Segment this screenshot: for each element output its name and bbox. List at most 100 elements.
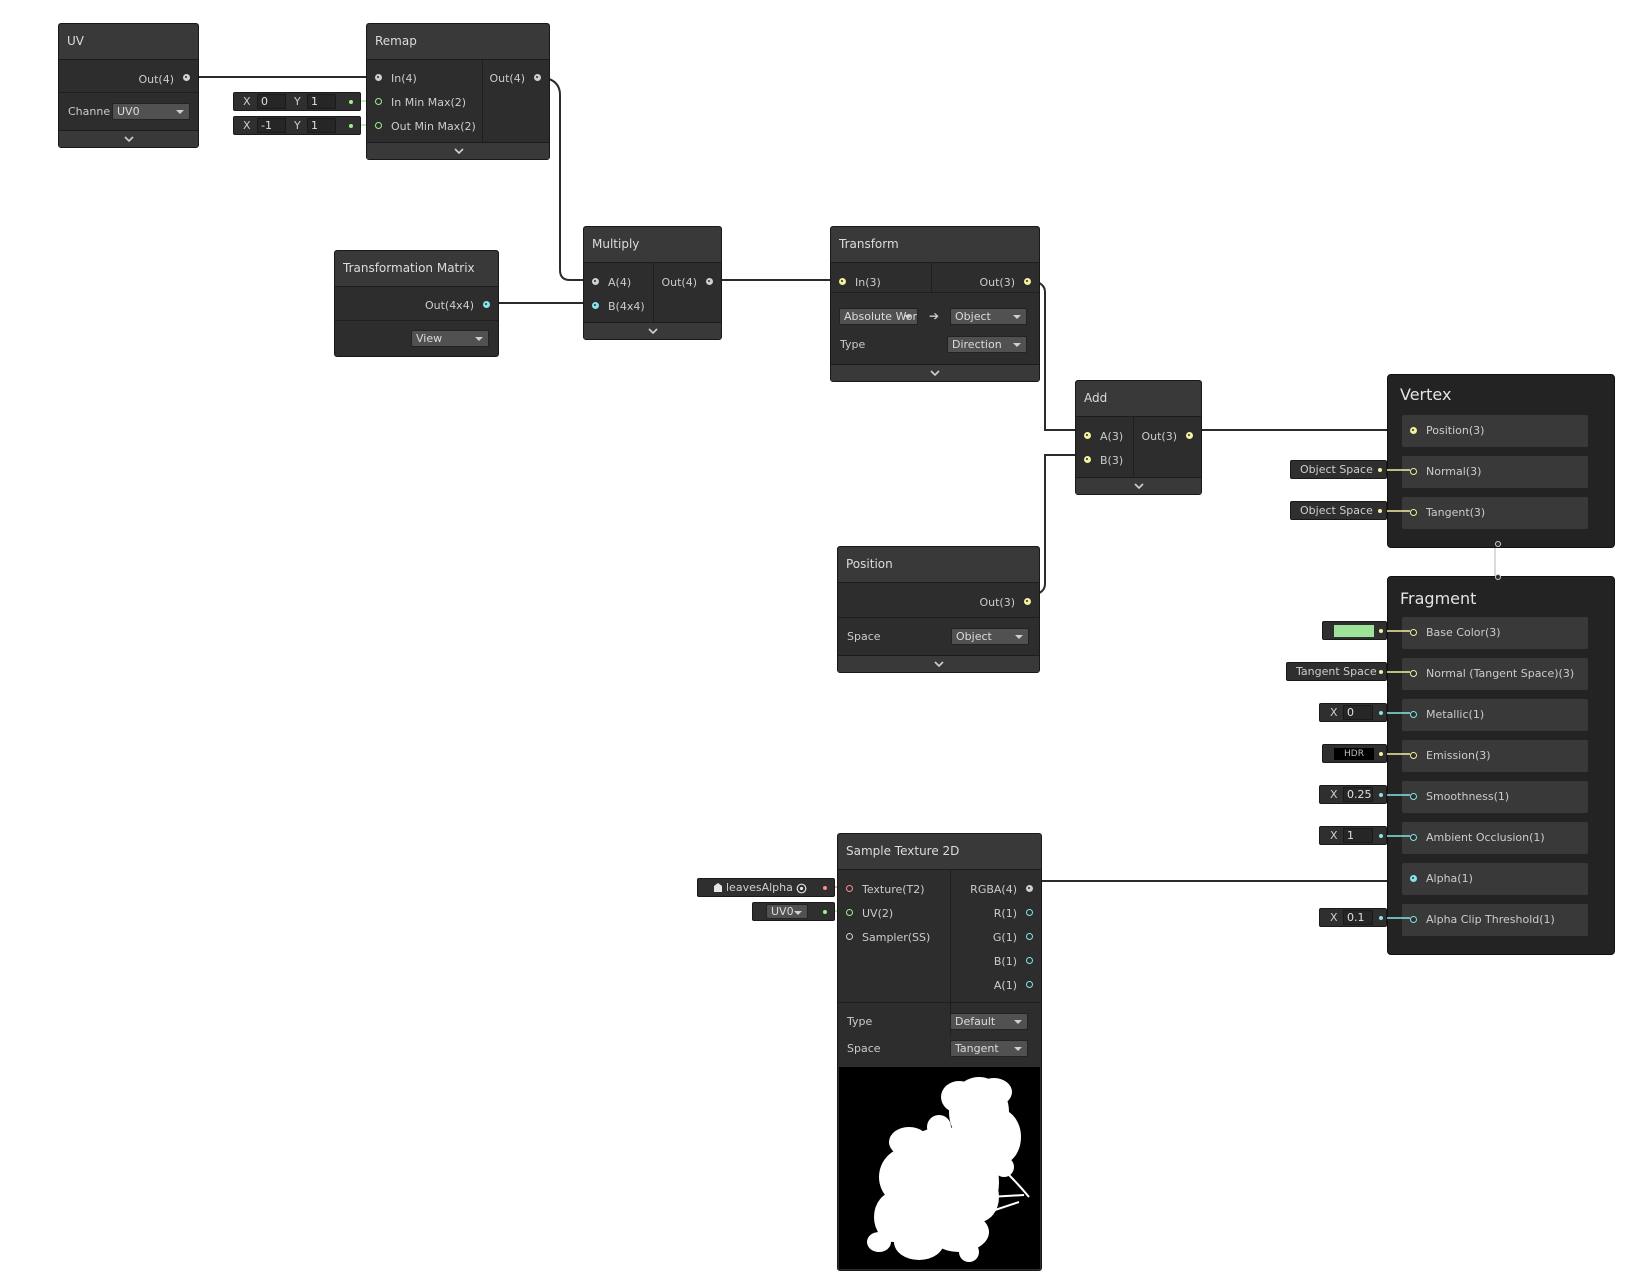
base-color-port[interactable] [1410,629,1417,636]
add-node[interactable]: Add A(3) B(3) Out(3) [1075,380,1202,495]
uv-channel-dropdown[interactable]: UV0 [112,103,190,120]
add-b-port[interactable] [1084,456,1091,463]
alpha-port[interactable] [1410,875,1417,882]
position-space-label: Space [847,630,881,643]
vertex-normal-input[interactable]: Object Space [1290,460,1387,479]
fragment-slot-normal[interactable]: Normal (Tangent Space)(3) [1402,658,1588,690]
normal-ts-port[interactable] [1410,670,1417,677]
multiply-b-port[interactable] [592,302,599,309]
uv-collapse-bar[interactable] [59,130,198,147]
remap-node[interactable]: Remap In(4) In Min Max(2) Out Min Max(2)… [366,23,550,160]
transform-out-port[interactable] [1024,278,1031,285]
rgba-port[interactable] [1026,885,1033,892]
emission-port[interactable] [1410,752,1417,759]
ambient-occlusion-input[interactable]: X 1 [1319,826,1387,845]
vertex-slot-tangent[interactable]: Tangent(3) [1402,497,1588,529]
metallic-field[interactable]: 0 [1343,705,1373,720]
base-color-input[interactable] [1322,621,1387,640]
texture-input[interactable]: leavesAlpha [697,878,835,897]
uv-port[interactable] [846,909,853,916]
sample-texture-2d-node[interactable]: Sample Texture 2D Texture(T2) UV(2) Samp… [837,833,1042,1271]
fragment-slot-smoothness[interactable]: Smoothness(1) [1402,781,1588,813]
uv-input[interactable]: UV0 [752,902,835,921]
multiply-node[interactable]: Multiply A(4) B(4x4) Out(4) [583,226,722,340]
transform-in-port[interactable] [839,278,846,285]
type-dropdown[interactable]: Default [950,1013,1028,1030]
alpha-clip-field[interactable]: 0.1 [1343,910,1373,925]
remap-collapse-bar[interactable] [367,142,549,159]
r-port[interactable] [1026,909,1033,916]
remap-in-min-max-input[interactable]: X 0 Y 1 [233,92,361,111]
emission-hdr-swatch[interactable]: HDR [1334,748,1374,760]
a-port[interactable] [1026,981,1033,988]
remap-in-port[interactable] [375,74,382,81]
metallic-port[interactable] [1410,711,1417,718]
transform-from-dropdown[interactable]: Absolute World [839,308,918,325]
multiply-out-port[interactable] [706,278,713,285]
out-max-field[interactable]: 1 [307,118,336,133]
position-out-port[interactable] [1024,598,1031,605]
texture-port[interactable] [846,885,853,892]
vertex-tangent-input[interactable]: Object Space [1290,501,1387,520]
vertex-tangent-port[interactable] [1410,509,1417,516]
vertex-normal-label: Normal(3) [1426,465,1482,478]
multiply-a-port[interactable] [592,278,599,285]
matrix-out-port[interactable] [483,301,490,308]
normal-ts-space: Tangent Space [1296,665,1377,678]
vertex-block[interactable]: Vertex Position(3) Normal(3) Tangent(3) [1387,374,1615,548]
vertex-slot-normal[interactable]: Normal(3) [1402,456,1588,488]
vertex-slot-position[interactable]: Position(3) [1402,415,1588,447]
transform-to-dropdown[interactable]: Object [950,308,1027,325]
normal-ts-input[interactable]: Tangent Space [1286,662,1387,681]
out-min-field[interactable]: -1 [257,118,286,133]
add-a-port[interactable] [1084,432,1091,439]
g-port[interactable] [1026,933,1033,940]
fragment-slot-emission[interactable]: Emission(3) [1402,740,1588,772]
fragment-slot-metallic[interactable]: Metallic(1) [1402,699,1588,731]
uv-out-port[interactable] [183,74,190,81]
in-min-field[interactable]: 0 [257,94,286,109]
uv-node-title: UV [59,24,198,60]
base-color-swatch[interactable] [1334,625,1374,637]
remap-in-min-max-port[interactable] [375,98,382,105]
space-dropdown[interactable]: Tangent [950,1040,1028,1057]
fragment-slot-base-color[interactable]: Base Color(3) [1402,617,1588,649]
fragment-block[interactable]: Fragment Base Color(3) Normal (Tangent S… [1387,574,1615,955]
smoothness-input[interactable]: X 0.25 [1319,785,1387,804]
sampler-port[interactable] [846,933,853,940]
position-node[interactable]: Position Out(3) Space Object [837,546,1040,673]
position-collapse-bar[interactable] [838,655,1039,672]
object-picker-icon[interactable] [796,883,807,894]
remap-out-min-max-port[interactable] [375,122,382,129]
position-space-dropdown[interactable]: Object [951,628,1029,645]
alpha-clip-input[interactable]: X 0.1 [1319,908,1387,927]
vertex-normal-port[interactable] [1410,468,1417,475]
remap-out-min-max-input[interactable]: X -1 Y 1 [233,116,361,135]
fragment-slot-alpha-clip[interactable]: Alpha Clip Threshold(1) [1402,904,1588,936]
fragment-slot-ambient-occlusion[interactable]: Ambient Occlusion(1) [1402,822,1588,854]
alpha-clip-port[interactable] [1410,916,1417,923]
ambient-occlusion-port[interactable] [1410,834,1417,841]
emission-input[interactable]: HDR [1322,744,1387,763]
uv-channel-select[interactable]: UV0 [766,904,808,919]
smoothness-port[interactable] [1410,793,1417,800]
metallic-input[interactable]: X 0 [1319,703,1387,722]
smoothness-field[interactable]: 0.25 [1343,787,1373,802]
add-out-port[interactable] [1186,432,1193,439]
transformation-matrix-node[interactable]: Transformation Matrix Out(4x4) View [334,250,499,357]
b-port[interactable] [1026,957,1033,964]
vertex-position-port[interactable] [1410,427,1417,434]
ambient-occlusion-field[interactable]: 1 [1343,828,1373,843]
emission-label: Emission(3) [1426,749,1491,762]
in-max-field[interactable]: 1 [307,94,336,109]
transform-arrow-icon: ➔ [929,309,940,323]
transform-node[interactable]: Transform In(3) Out(3) Absolute World ➔ … [830,226,1040,382]
multiply-collapse-bar[interactable] [584,322,721,339]
transform-type-dropdown[interactable]: Direction [947,336,1027,353]
uv-node[interactable]: UV Out(4) Channe UV0 [58,23,199,148]
transform-collapse-bar[interactable] [831,364,1039,381]
remap-out-port[interactable] [534,74,541,81]
matrix-type-dropdown[interactable]: View [411,330,489,347]
fragment-slot-alpha[interactable]: Alpha(1) [1402,863,1588,895]
add-collapse-bar[interactable] [1076,477,1201,494]
